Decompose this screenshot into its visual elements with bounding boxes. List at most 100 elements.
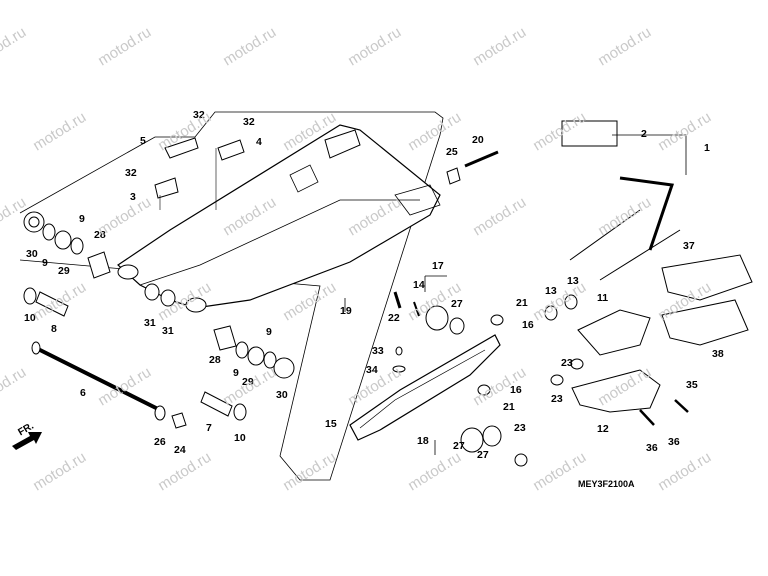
- front-direction-arrow: [12, 432, 42, 450]
- chain-slider: [349, 334, 501, 441]
- collar-7: [200, 391, 233, 417]
- callout-29-a[interactable]: 29: [58, 265, 70, 277]
- callout-18[interactable]: 18: [417, 435, 429, 447]
- callout-36-b[interactable]: 36: [646, 442, 658, 454]
- callout-22[interactable]: 22: [388, 312, 400, 324]
- callout-5[interactable]: 5: [140, 135, 146, 147]
- callout-21-b[interactable]: 21: [503, 401, 515, 413]
- callout-9-c[interactable]: 9: [266, 326, 272, 338]
- seal-9-right: [263, 351, 277, 369]
- callout-23-b[interactable]: 23: [551, 393, 563, 405]
- callout-34[interactable]: 34: [366, 364, 378, 376]
- callout-38[interactable]: 38: [712, 348, 724, 360]
- nut-23-b: [550, 374, 564, 386]
- bolt-20: [464, 150, 499, 168]
- nut-16-a: [490, 314, 504, 326]
- callout-17[interactable]: 17: [432, 260, 444, 272]
- callout-8[interactable]: 8: [51, 323, 57, 335]
- chain-guide-12: [571, 369, 661, 413]
- callout-27-a[interactable]: 27: [451, 298, 463, 310]
- bolt-35: [674, 399, 689, 413]
- diagram-code: MEY3F2100A: [578, 479, 635, 489]
- guide-plate-38: [661, 299, 749, 346]
- swingarm: [117, 124, 441, 309]
- callout-37[interactable]: 37: [683, 240, 695, 252]
- callout-1[interactable]: 1: [704, 142, 710, 154]
- callout-10-a[interactable]: 10: [24, 312, 36, 324]
- washer-10-right: [233, 403, 247, 421]
- washer-10-left: [23, 287, 37, 305]
- bearing-29-left: [54, 230, 72, 250]
- group-outline-swingarm: [19, 111, 444, 481]
- callout-3[interactable]: 3: [130, 191, 136, 203]
- callout-24[interactable]: 24: [174, 444, 186, 456]
- pivot-bolt: [35, 346, 161, 412]
- callout-25[interactable]: 25: [446, 146, 458, 158]
- bolt-14: [413, 301, 420, 317]
- callout-16-b[interactable]: 16: [510, 384, 522, 396]
- callout-13-b[interactable]: 13: [567, 275, 579, 287]
- bearing-31-a: [144, 283, 160, 301]
- callout-7[interactable]: 7: [206, 422, 212, 434]
- callout-15[interactable]: 15: [325, 418, 337, 430]
- callout-21-a[interactable]: 21: [516, 297, 528, 309]
- bearing-29-right: [247, 346, 265, 366]
- callout-31-b[interactable]: 31: [162, 325, 174, 337]
- callout-30-a[interactable]: 30: [26, 248, 38, 260]
- washer-9-left: [42, 223, 56, 241]
- bracket-3: [154, 177, 179, 199]
- bearing-31-b: [160, 289, 176, 307]
- washer-34: [392, 365, 406, 373]
- callout-28-a[interactable]: 28: [94, 229, 106, 241]
- collar-13-b: [564, 294, 578, 310]
- callout-23-c[interactable]: 23: [514, 422, 526, 434]
- callout-32-b[interactable]: 32: [243, 116, 255, 128]
- callout-36-a[interactable]: 36: [668, 436, 680, 448]
- collar-28-right: [213, 325, 237, 351]
- callout-29-b[interactable]: 29: [242, 376, 254, 388]
- collar-8: [35, 291, 69, 317]
- callout-30-b[interactable]: 30: [276, 389, 288, 401]
- nut-16-b: [477, 384, 491, 396]
- screw-33: [395, 346, 403, 356]
- callout-23-a[interactable]: 23: [561, 357, 573, 369]
- callout-11[interactable]: 11: [597, 292, 609, 304]
- callout-16-a[interactable]: 16: [522, 319, 534, 331]
- seal-30-left: [23, 211, 45, 233]
- callout-28-b[interactable]: 28: [209, 354, 221, 366]
- callout-33[interactable]: 33: [372, 345, 384, 357]
- callout-27-b[interactable]: 27: [453, 440, 465, 452]
- callout-2[interactable]: 2: [641, 128, 647, 140]
- callout-9-d[interactable]: 9: [233, 367, 239, 379]
- callout-9-b[interactable]: 9: [42, 257, 48, 269]
- callout-20[interactable]: 20: [472, 134, 484, 146]
- roller-17: [425, 305, 449, 331]
- callout-26[interactable]: 26: [154, 436, 166, 448]
- nut-23-a: [570, 358, 584, 370]
- callout-32-a[interactable]: 32: [193, 109, 205, 121]
- callout-6[interactable]: 6: [80, 387, 86, 399]
- callout-14[interactable]: 14: [413, 279, 425, 291]
- callout-13-a[interactable]: 13: [545, 285, 557, 297]
- callout-32-c[interactable]: 32: [125, 167, 137, 179]
- nut-24: [171, 412, 187, 429]
- callout-4[interactable]: 4: [256, 136, 262, 148]
- callout-27-c[interactable]: 27: [477, 449, 489, 461]
- guide-plate-37: [661, 254, 753, 301]
- roller-18: [460, 427, 484, 453]
- seal-30-right: [273, 357, 295, 379]
- callout-31-a[interactable]: 31: [144, 317, 156, 329]
- chain-guide-slider-11: [577, 309, 651, 356]
- callout-9-a[interactable]: 9: [79, 213, 85, 225]
- bracket-4: [217, 139, 245, 161]
- callout-12[interactable]: 12: [597, 423, 609, 435]
- callout-35[interactable]: 35: [686, 379, 698, 391]
- roller-collar-23: [514, 453, 528, 467]
- seal-9-left: [70, 237, 84, 255]
- callout-19[interactable]: 19: [340, 305, 352, 317]
- callout-10-b[interactable]: 10: [234, 432, 246, 444]
- bracket-5: [164, 137, 199, 159]
- roller-27: [482, 425, 502, 447]
